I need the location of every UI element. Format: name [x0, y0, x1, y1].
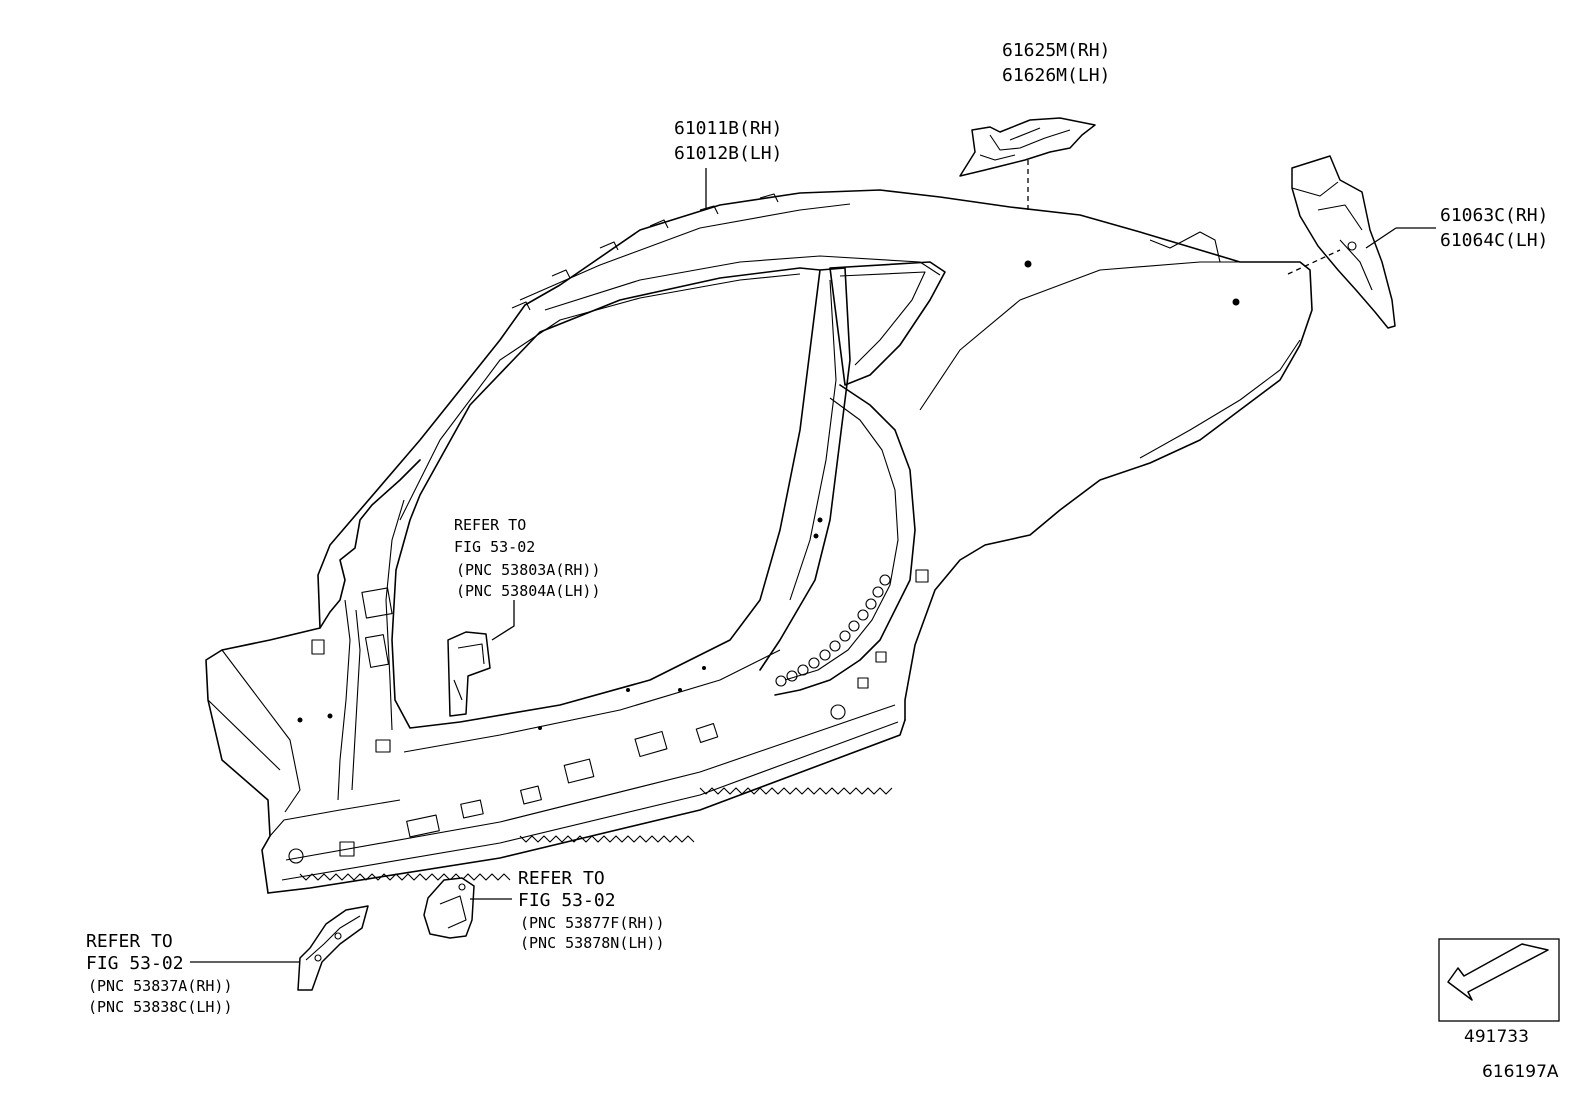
callout-61064c-lh: 61064C(LH)	[1440, 230, 1548, 251]
ref-lower-left-line2: FIG 53-02	[86, 953, 184, 974]
ref-lower-mid-line3: (PNC 53877F(RH))	[520, 914, 665, 932]
part-53837a-bracket	[297, 905, 369, 991]
callout-61063c-rh: 61063C(RH)	[1440, 205, 1548, 226]
callout-61625m: 61625M(RH) 61626M(LH)	[1002, 40, 1110, 86]
ref-lower-mid-line2: FIG 53-02	[518, 890, 616, 911]
callout-61011b-rh: 61011B(RH)	[674, 118, 782, 139]
ref-lower-left-line1: REFER TO	[86, 931, 173, 952]
part-53803a-bracket	[447, 631, 491, 717]
callout-61063c: 61063C(RH) 61064C(LH)	[1440, 205, 1548, 251]
part-61625m	[959, 117, 1096, 177]
side-panel-outer	[205, 189, 1313, 894]
direction-arrow-icon	[1447, 943, 1549, 1001]
ref-lower-mid: REFER TO FIG 53-02 (PNC 53877F(RH)) (PNC…	[518, 868, 665, 952]
ref-lower-mid-line1: REFER TO	[518, 868, 605, 889]
part-61063c	[1291, 155, 1396, 329]
ref-center: REFER TO FIG 53-02 (PNC 53803A(RH)) (PNC…	[454, 516, 601, 600]
ref-lower-mid-line4: (PNC 53878N(LH))	[520, 934, 665, 952]
figure-code: 616197A	[1482, 1062, 1559, 1082]
callout-61011b: 61011B(RH) 61012B(LH)	[674, 118, 782, 164]
orientation-box: 491733	[1438, 938, 1560, 1047]
ref-lower-left-line4: (PNC 53838C(LH))	[88, 998, 233, 1016]
callout-61625m-rh: 61625M(RH)	[1002, 40, 1110, 61]
orientation-code: 491733	[1464, 1027, 1529, 1047]
ref-center-line1: REFER TO	[454, 516, 526, 534]
callout-61012b-lh: 61012B(LH)	[674, 143, 782, 164]
ref-lower-left: REFER TO FIG 53-02 (PNC 53837A(RH)) (PNC…	[86, 931, 233, 1016]
part-53877f-bracket	[423, 877, 475, 939]
leader-lines	[190, 160, 1436, 963]
ref-center-line4: (PNC 53804A(LH))	[456, 582, 601, 600]
ref-lower-left-line3: (PNC 53837A(RH))	[88, 977, 233, 995]
callout-61626m-lh: 61626M(LH)	[1002, 65, 1110, 86]
ref-center-line3: (PNC 53803A(RH))	[456, 561, 601, 579]
ref-center-line2: FIG 53-02	[454, 538, 535, 556]
